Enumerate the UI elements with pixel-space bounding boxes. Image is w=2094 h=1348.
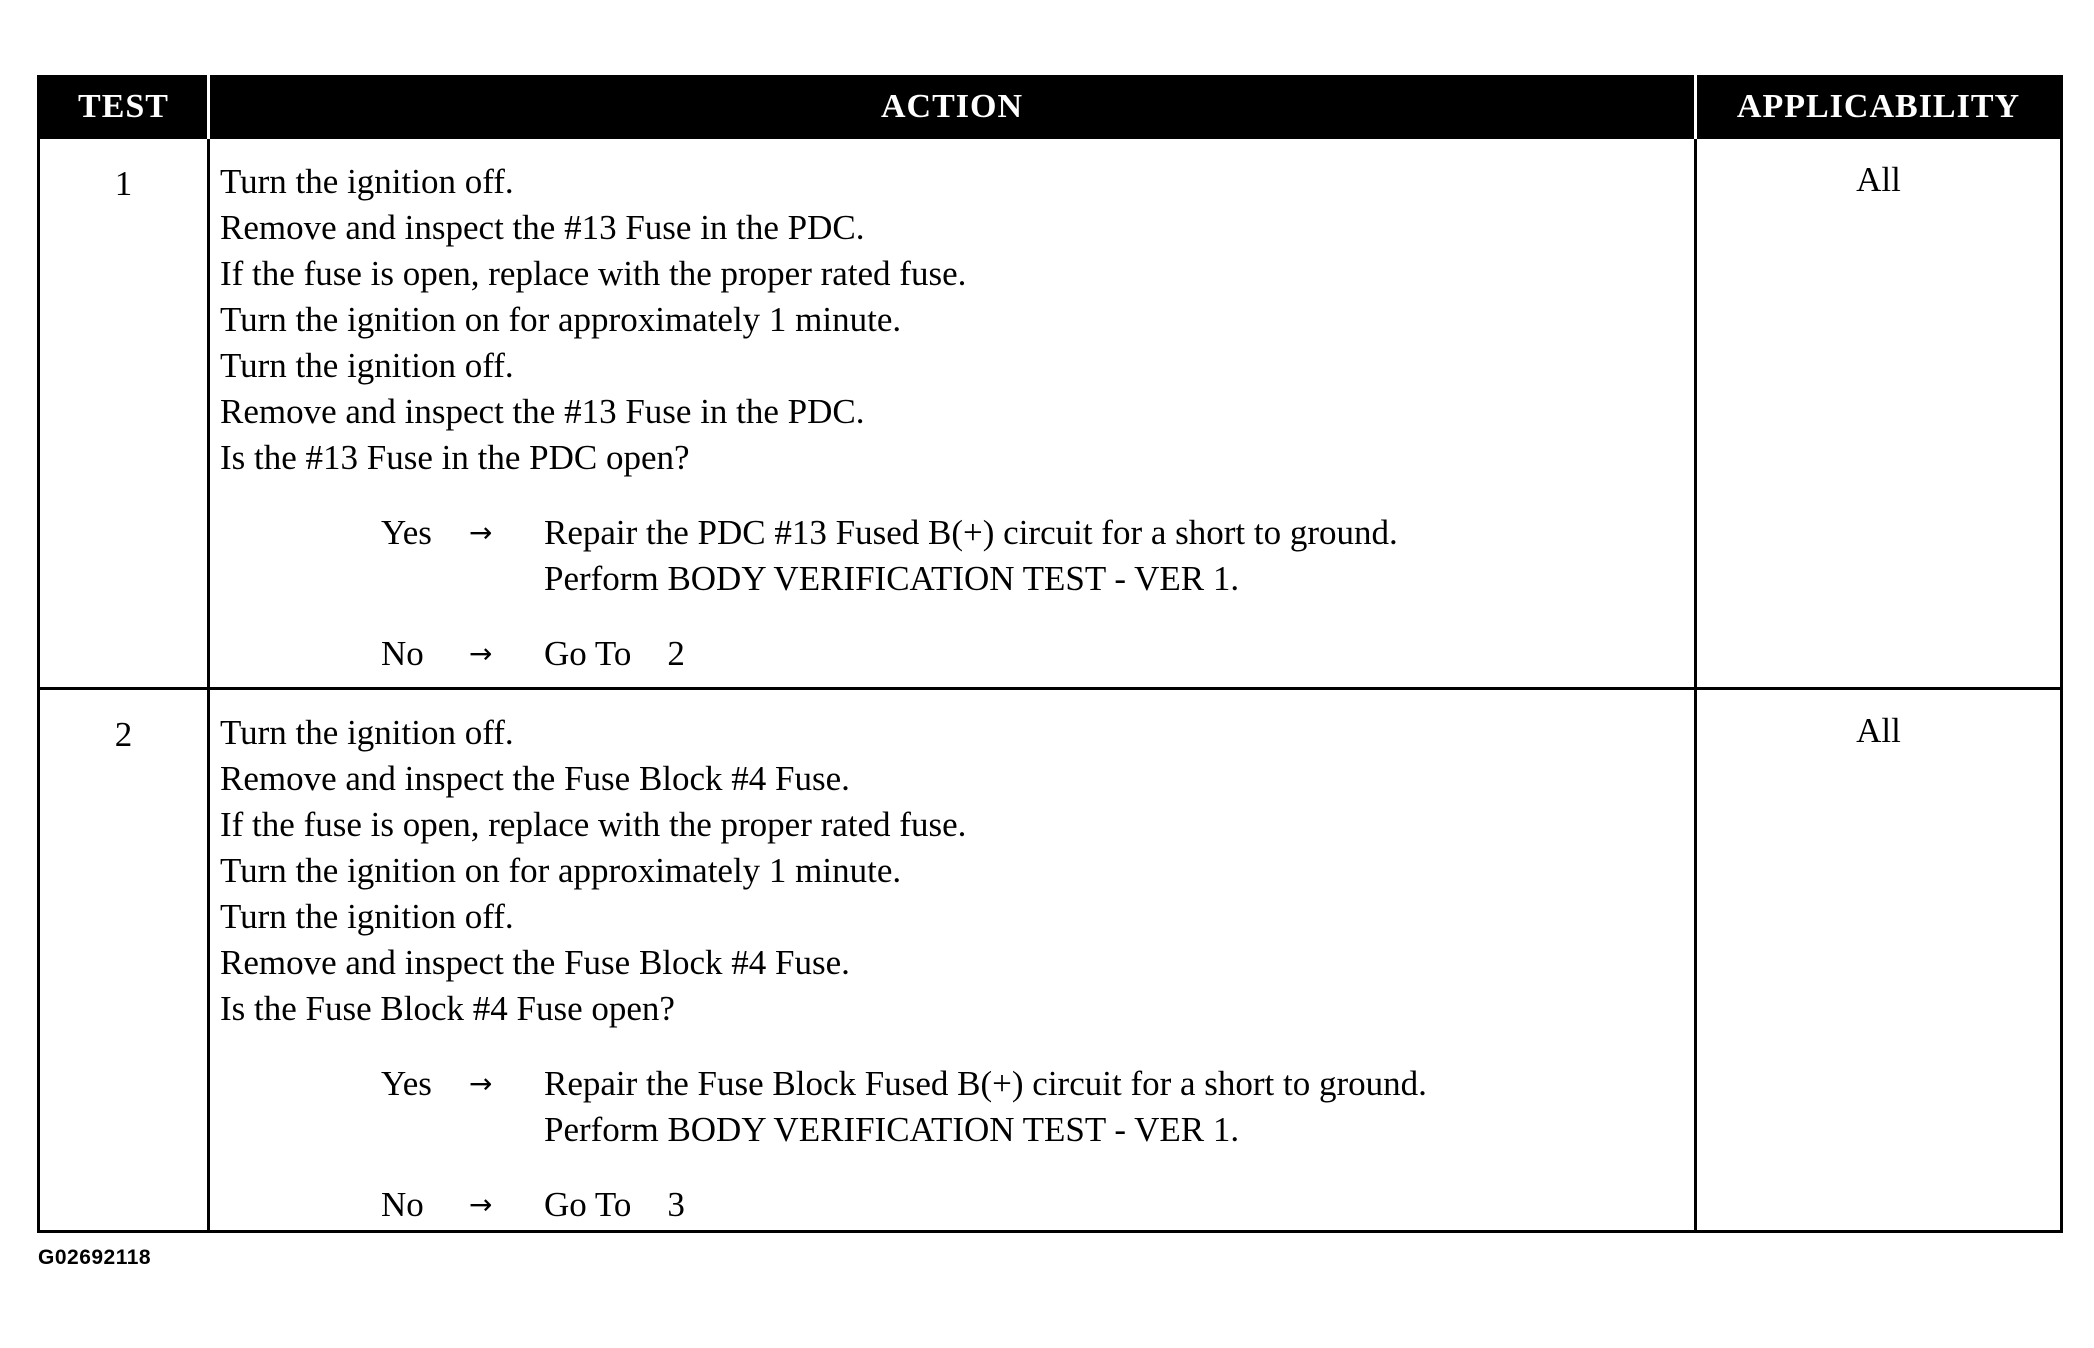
- applicability-cell: All: [1694, 687, 2063, 1233]
- goto-number: 3: [667, 1185, 685, 1224]
- step-line: Turn the ignition off.: [220, 162, 514, 201]
- yes-instructions: Repair the PDC #13 Fused B(+) circuit fo…: [544, 510, 1644, 602]
- step-line: Turn the ignition off.: [220, 713, 514, 752]
- no-answer: No → Go To 2: [381, 631, 1694, 677]
- goto-number: 2: [667, 634, 685, 673]
- yes-answer: Yes → Repair the Fuse Block Fused B(+) c…: [381, 1061, 1694, 1153]
- applicability-value: All: [1856, 160, 1901, 199]
- applicability-cell: All: [1694, 136, 2063, 690]
- yes-instruction-line: Perform BODY VERIFICATION TEST - VER 1.: [544, 559, 1240, 598]
- right-arrow-icon: →: [469, 637, 493, 670]
- step-line: If the fuse is open, replace with the pr…: [220, 805, 967, 844]
- yes-instruction-line: Repair the PDC #13 Fused B(+) circuit fo…: [544, 513, 1398, 552]
- yes-label: Yes: [381, 1064, 432, 1103]
- step-question: Is the #13 Fuse in the PDC open?: [220, 438, 690, 477]
- right-arrow-icon: →: [469, 1188, 493, 1221]
- step-line: Remove and inspect the Fuse Block #4 Fus…: [220, 759, 850, 798]
- step-line: Turn the ignition on for approximately 1…: [220, 300, 902, 339]
- applicability-value: All: [1856, 711, 1901, 750]
- header-test: TEST: [38, 76, 209, 138]
- action-content: Turn the ignition off. Remove and inspec…: [210, 139, 1694, 677]
- test-number: 2: [114, 715, 133, 754]
- diagnostic-test-table: TEST ACTION APPLICABILITY 1 Turn the ign…: [37, 75, 2063, 1233]
- no-answer: No → Go To 3: [381, 1182, 1694, 1228]
- step-line: Remove and inspect the #13 Fuse in the P…: [220, 392, 865, 431]
- test-number-cell: 1: [37, 136, 210, 690]
- table-header-row: TEST ACTION APPLICABILITY: [38, 76, 2062, 138]
- action-content: Turn the ignition off. Remove and inspec…: [210, 690, 1694, 1228]
- yes-instruction-line: Perform BODY VERIFICATION TEST - VER 1.: [544, 1110, 1240, 1149]
- step-line: If the fuse is open, replace with the pr…: [220, 254, 967, 293]
- action-cell: Turn the ignition off. Remove and inspec…: [207, 687, 1697, 1233]
- goto-instruction: Go To 2: [544, 631, 1644, 677]
- step-line: Remove and inspect the Fuse Block #4 Fus…: [220, 943, 850, 982]
- test-number: 1: [114, 164, 133, 203]
- table-row: 2 Turn the ignition off. Remove and insp…: [37, 687, 2063, 1233]
- test-number-cell: 2: [37, 687, 210, 1233]
- figure-id: G02692118: [38, 1246, 152, 1269]
- answer-options: Yes → Repair the Fuse Block Fused B(+) c…: [220, 1061, 1694, 1228]
- no-label: No: [381, 1185, 424, 1224]
- right-arrow-icon: →: [469, 1067, 493, 1100]
- yes-instruction-line: Repair the Fuse Block Fused B(+) circuit…: [544, 1064, 1427, 1103]
- right-arrow-icon: →: [469, 516, 493, 549]
- yes-label: Yes: [381, 513, 432, 552]
- step-line: Turn the ignition on for approximately 1…: [220, 851, 902, 890]
- goto-instruction: Go To 3: [544, 1182, 1644, 1228]
- no-label: No: [381, 634, 424, 673]
- answer-options: Yes → Repair the PDC #13 Fused B(+) circ…: [220, 510, 1694, 677]
- step-question: Is the Fuse Block #4 Fuse open?: [220, 989, 675, 1028]
- step-line: Turn the ignition off.: [220, 897, 514, 936]
- yes-instructions: Repair the Fuse Block Fused B(+) circuit…: [544, 1061, 1644, 1153]
- goto-text: Go To: [544, 1185, 632, 1224]
- step-line: Remove and inspect the #13 Fuse in the P…: [220, 208, 865, 247]
- action-cell: Turn the ignition off. Remove and inspec…: [207, 136, 1697, 690]
- yes-answer: Yes → Repair the PDC #13 Fused B(+) circ…: [381, 510, 1694, 602]
- header-applicability: APPLICABILITY: [1694, 76, 2062, 138]
- table-row: 1 Turn the ignition off. Remove and insp…: [37, 136, 2063, 690]
- step-line: Turn the ignition off.: [220, 346, 514, 385]
- header-action: ACTION: [207, 76, 1696, 138]
- goto-text: Go To: [544, 634, 632, 673]
